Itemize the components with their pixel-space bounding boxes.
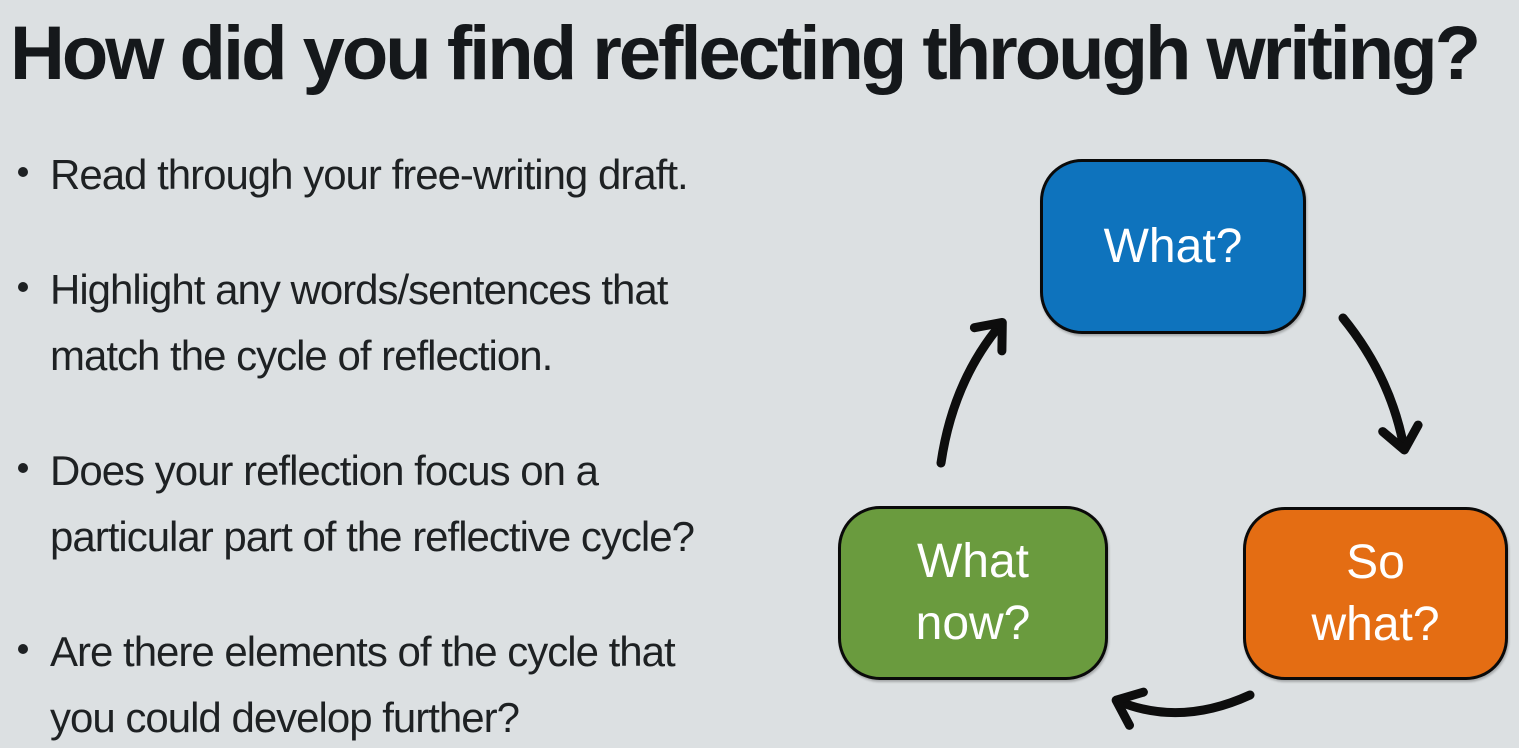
bullet-list: Read through your free-writing draft. Hi… bbox=[10, 142, 695, 748]
bullet-item-3: Does your reflection focus on a particul… bbox=[10, 438, 695, 570]
node-label: what? bbox=[1311, 597, 1440, 651]
bullet-text: Does your reflection focus on a particul… bbox=[50, 438, 695, 570]
bullet-line: you could develop further? bbox=[50, 694, 520, 741]
bullet-text: Are there elements of the cycle that you… bbox=[50, 619, 676, 748]
bullet-line: Are there elements of the cycle that bbox=[50, 628, 676, 675]
bullet-text: Highlight any words/sentences that match… bbox=[50, 257, 668, 389]
arrow-so-what-to-what-now bbox=[1111, 687, 1255, 730]
page-title: How did you find reflecting through writ… bbox=[10, 11, 1481, 96]
bullet-line: Read through your free-writing draft. bbox=[50, 151, 689, 198]
node-label: What? bbox=[1103, 219, 1243, 273]
node-what: What? bbox=[1040, 159, 1306, 334]
node-label: So bbox=[1346, 535, 1405, 589]
node-label: What bbox=[916, 535, 1030, 588]
bullet-dot bbox=[18, 644, 28, 654]
bullet-line: Does your reflection focus on a bbox=[50, 447, 599, 494]
bullet-line: particular part of the reflective cycle? bbox=[50, 513, 695, 560]
bullet-text: Read through your free-writing draft. bbox=[50, 142, 689, 208]
bullet-line: match the cycle of reflection. bbox=[50, 332, 553, 379]
node-label: now? bbox=[915, 597, 1031, 650]
node-what-now: What now? bbox=[838, 506, 1108, 680]
bullet-item-4: Are there elements of the cycle that you… bbox=[10, 619, 694, 748]
bullet-line: Highlight any words/sentences that bbox=[50, 266, 668, 313]
bullet-item-2: Highlight any words/sentences that match… bbox=[10, 257, 694, 389]
bullet-dot bbox=[18, 282, 28, 292]
bullet-item-1: Read through your free-writing draft. bbox=[10, 142, 694, 208]
bullet-dot bbox=[18, 167, 28, 177]
node-so-what: So what? bbox=[1243, 507, 1508, 680]
arrow-what-to-so-what bbox=[1338, 313, 1423, 455]
arrow-what-now-to-what bbox=[936, 317, 1007, 468]
bullet-dot bbox=[18, 463, 28, 473]
